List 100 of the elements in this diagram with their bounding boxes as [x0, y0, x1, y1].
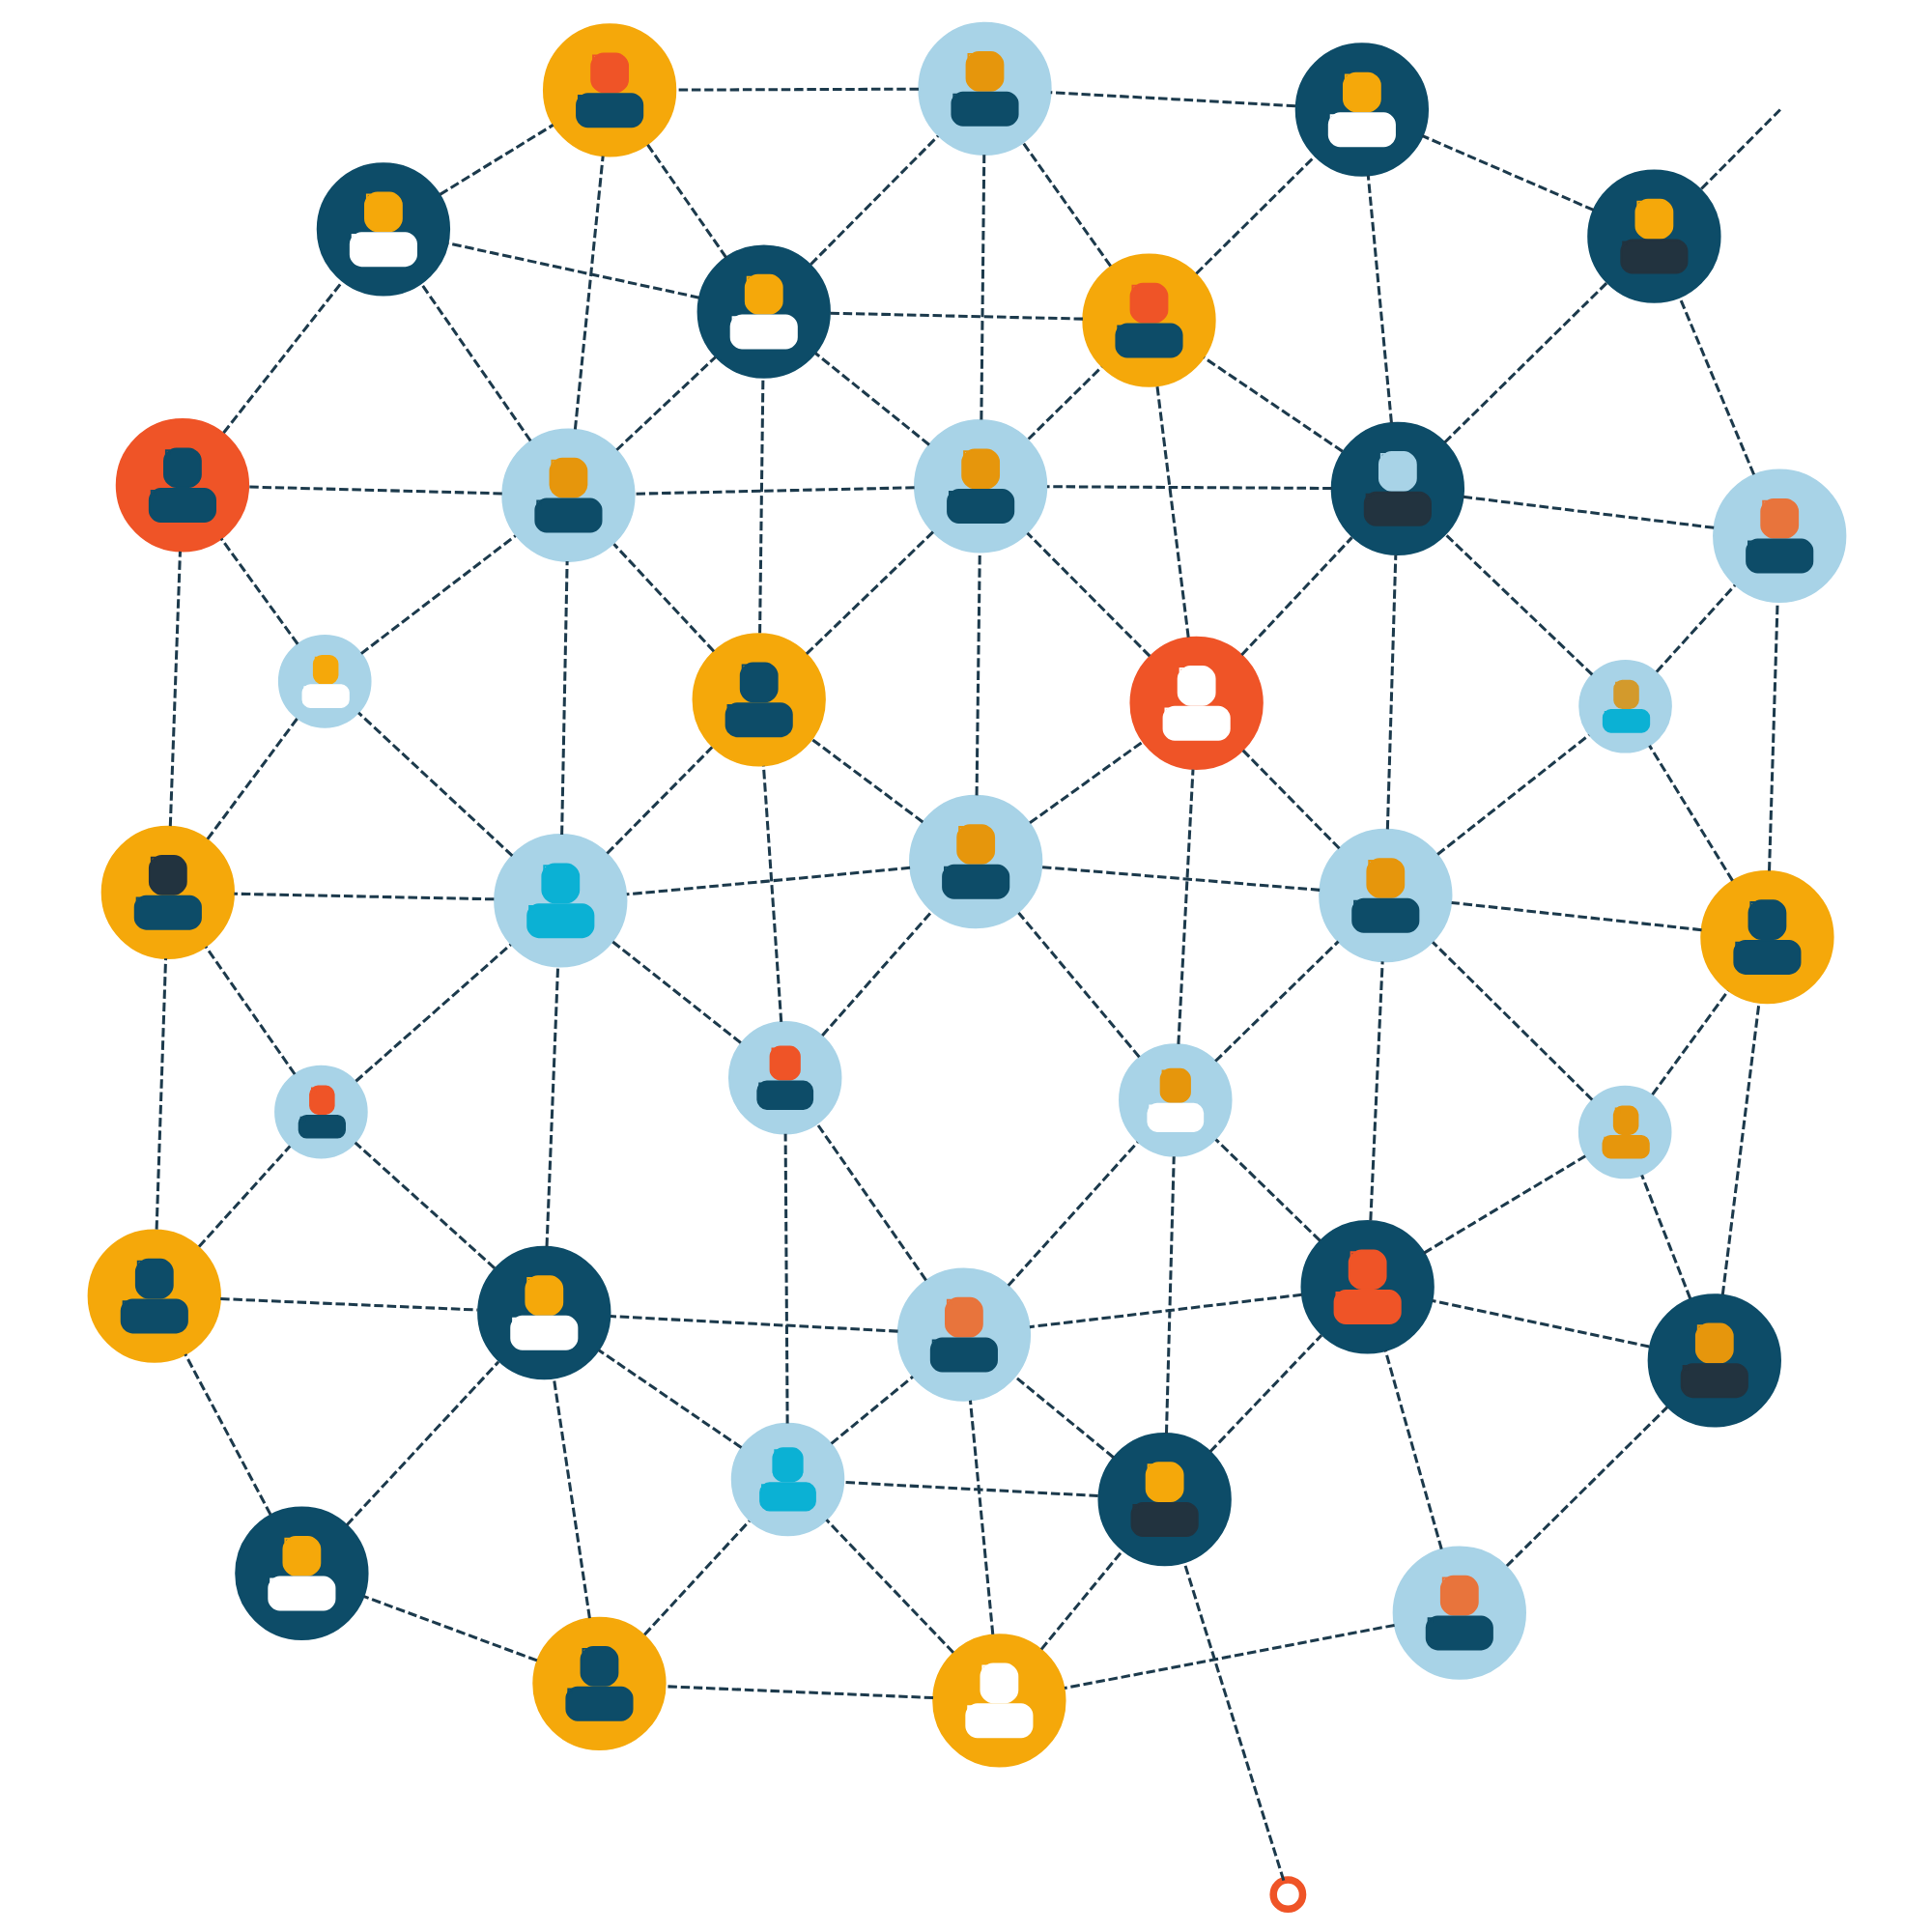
connector — [804, 530, 934, 655]
connector — [1176, 769, 1194, 1044]
node-person — [931, 1634, 1065, 1768]
connector — [154, 958, 167, 1230]
node-person — [696, 244, 830, 379]
connector — [559, 561, 568, 835]
node-person — [729, 1422, 844, 1537]
connector — [645, 143, 726, 259]
node-person — [912, 419, 1047, 554]
connector — [1431, 1299, 1649, 1349]
node-person — [1096, 1433, 1231, 1567]
node-person — [917, 21, 1051, 156]
connector — [1063, 1623, 1394, 1690]
node-person — [1577, 1085, 1671, 1179]
connector — [614, 355, 716, 451]
connector — [1154, 385, 1189, 638]
node-person — [726, 1020, 841, 1135]
node-person — [1128, 636, 1263, 771]
connector — [1213, 1138, 1321, 1242]
connector — [757, 378, 764, 634]
connector — [1639, 1175, 1691, 1299]
connector — [1026, 365, 1102, 440]
node-person — [476, 1245, 611, 1380]
connector — [1435, 733, 1589, 856]
connector — [1181, 1561, 1285, 1882]
connector — [1767, 602, 1778, 871]
connector — [1654, 583, 1736, 673]
connector — [979, 155, 985, 420]
connector — [824, 1519, 953, 1654]
node-person — [1081, 253, 1215, 387]
connector — [544, 966, 559, 1247]
node-person — [908, 794, 1042, 929]
connector — [354, 943, 511, 1083]
connector — [674, 87, 918, 92]
connector — [605, 746, 713, 855]
node-person — [1329, 421, 1464, 556]
connector — [760, 765, 782, 1023]
connector — [1650, 989, 1729, 1095]
connector — [183, 1353, 271, 1516]
node-person — [531, 1616, 666, 1750]
connector — [1462, 495, 1714, 529]
node-person — [1391, 1546, 1525, 1680]
connector — [967, 1400, 994, 1634]
connector — [1384, 554, 1397, 830]
connector — [842, 1480, 1097, 1498]
connector — [446, 242, 699, 299]
connector — [809, 134, 939, 266]
connector — [1719, 1003, 1760, 1295]
node-person — [1699, 869, 1833, 1005]
node-person — [234, 1506, 368, 1640]
connector — [344, 1360, 499, 1526]
node-person — [315, 162, 450, 297]
connector — [1365, 175, 1392, 423]
connector — [1040, 866, 1320, 892]
connector — [1020, 141, 1111, 268]
connector — [1420, 134, 1594, 212]
connector — [1450, 900, 1701, 932]
connector — [609, 1315, 897, 1333]
connector — [1012, 1375, 1114, 1459]
connector — [1028, 1293, 1301, 1329]
connector — [205, 718, 298, 840]
node-person — [691, 633, 825, 767]
node-person — [500, 428, 635, 562]
node-person — [273, 1065, 367, 1159]
connector — [1163, 1156, 1175, 1434]
connector — [1382, 1350, 1442, 1550]
connector — [359, 534, 516, 655]
node-person — [86, 1229, 220, 1363]
node-person — [276, 635, 371, 728]
connector — [1504, 1406, 1668, 1568]
connector — [611, 543, 715, 653]
connector — [1049, 91, 1295, 108]
connector — [829, 1376, 913, 1445]
connector — [625, 866, 910, 896]
connector — [247, 485, 501, 496]
connector — [418, 282, 531, 442]
connector — [1239, 536, 1352, 657]
connector — [1442, 282, 1607, 444]
connector — [813, 352, 929, 446]
connector — [829, 311, 1082, 321]
connector — [1431, 941, 1593, 1101]
connector — [1677, 297, 1754, 475]
connector — [1213, 940, 1339, 1063]
connector — [1028, 740, 1143, 825]
connector — [1202, 355, 1343, 453]
node-person — [1118, 1043, 1232, 1157]
connector — [974, 552, 980, 796]
connector — [1368, 961, 1383, 1221]
node-person — [895, 1267, 1031, 1402]
node-person — [1586, 169, 1720, 303]
node-person — [1712, 469, 1846, 603]
connector — [1025, 531, 1151, 658]
connector — [1016, 911, 1140, 1059]
connector — [1699, 108, 1781, 190]
node-person — [1299, 1220, 1434, 1354]
connector — [233, 892, 494, 901]
connector — [642, 1520, 750, 1636]
connector — [810, 738, 923, 824]
node-person — [1318, 828, 1452, 963]
node-person — [1577, 659, 1671, 753]
